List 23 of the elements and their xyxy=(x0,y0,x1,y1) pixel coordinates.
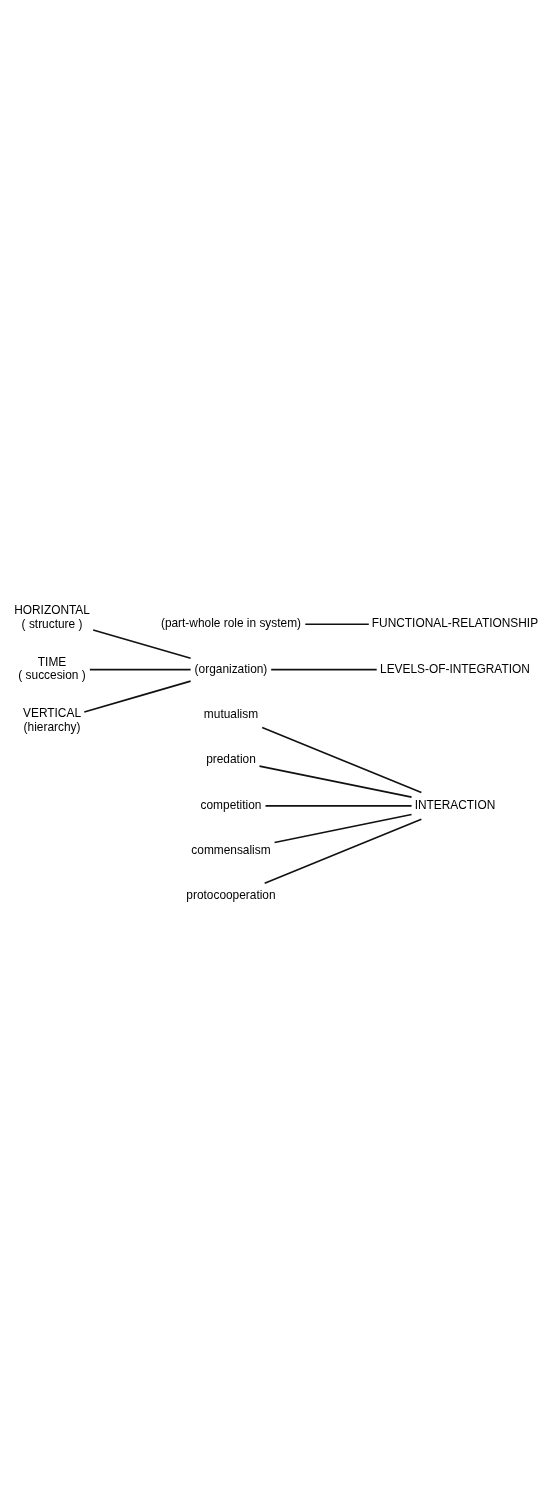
connector xyxy=(92,628,192,659)
node-text: VERTICAL (hierarchy) xyxy=(23,705,81,734)
node-text: HORIZONTAL ( structure ) xyxy=(14,602,90,631)
node-text: predation xyxy=(206,751,256,766)
node-text: (part-whole role in system) xyxy=(160,615,302,630)
connector xyxy=(258,764,413,798)
connector xyxy=(89,668,192,670)
node-text: TIME ( succesion ) xyxy=(18,654,86,682)
connector xyxy=(83,679,192,713)
connector xyxy=(270,668,378,670)
connector xyxy=(264,804,413,807)
node-text: LEVELS-OF-INTEGRATION xyxy=(380,661,530,676)
connector xyxy=(304,622,370,625)
node-text: protocooperation xyxy=(186,887,276,902)
node-text: INTERACTION xyxy=(414,797,496,812)
node-text: mutualism xyxy=(203,706,259,721)
node-text: FUNCTIONAL-RELATIONSHIP xyxy=(371,615,539,630)
node-text: commensalism xyxy=(191,842,271,857)
node-text: competition xyxy=(200,797,262,812)
connector xyxy=(261,726,423,793)
node-text: (organization) xyxy=(194,661,268,676)
connector xyxy=(273,813,413,843)
connector xyxy=(263,817,423,884)
